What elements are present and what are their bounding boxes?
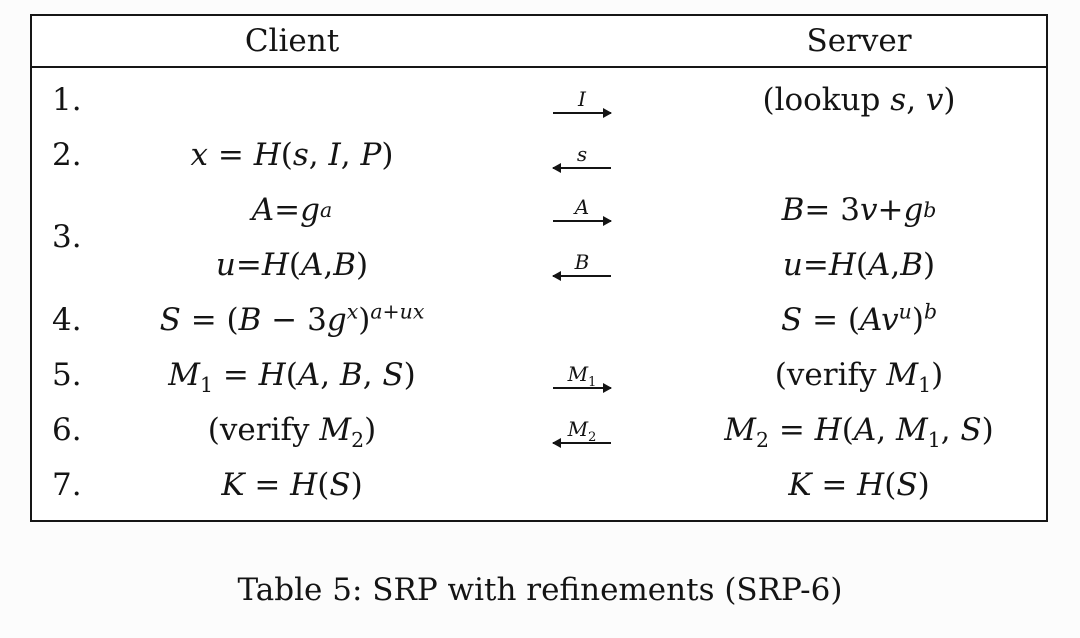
arrow-right-icon: A — [552, 197, 612, 222]
step-number: 5. — [52, 356, 82, 393]
message-cell: M2 — [492, 412, 672, 448]
message-cell: s — [492, 137, 672, 173]
client-action: K = H(S) — [221, 466, 363, 503]
server-action: (lookup s, v) — [762, 81, 956, 118]
message-cell: A B — [492, 182, 672, 292]
table-header: Client Server — [32, 16, 1046, 68]
message-label: B — [574, 250, 590, 274]
message-label: s — [576, 141, 588, 166]
arrow-right-icon: M1 — [552, 364, 612, 389]
message-label: M2 — [567, 416, 597, 445]
client-action: u = H(A, B) — [215, 246, 369, 283]
step-number: 2. — [52, 136, 82, 173]
arrow-right-icon: I — [552, 89, 612, 114]
arrow-shaft — [553, 275, 611, 277]
table-row: 4. S = (B − 3gx)a+ux S = (Avu)b — [32, 292, 1046, 347]
table-caption: Table 5: SRP with refinements (SRP-6) — [237, 572, 843, 608]
step-number: 4. — [52, 301, 82, 338]
arrow-shaft — [553, 441, 611, 444]
message-cell: M1 — [492, 357, 672, 393]
message-label: M1 — [567, 361, 597, 390]
step-number: 6. — [52, 411, 82, 448]
client-action: M1 = H(A, B, S) — [168, 356, 416, 397]
server-action: u = H(A, B) — [782, 246, 936, 283]
protocol-table: Client Server 1. I (lookup s, v) 2. x = … — [30, 14, 1048, 522]
arrow-shaft — [553, 386, 611, 389]
arrow-left-icon: s — [552, 144, 612, 169]
message-cell: I — [492, 82, 672, 118]
client-action: S = (B − 3gx)a+ux — [159, 299, 425, 338]
message-line: A — [492, 182, 672, 237]
step-number: 3. — [52, 219, 82, 255]
step-number: 7. — [52, 466, 82, 503]
client-action: (verify M2) — [207, 411, 377, 452]
arrow-shaft — [553, 166, 611, 169]
client-action: x = H(s, I, P) — [190, 136, 394, 173]
message-label: I — [578, 86, 586, 111]
message-line: B — [492, 237, 672, 292]
arrow-shaft — [553, 111, 611, 114]
table-row: 5. M1 = H(A, B, S) M1 (verify M1) — [32, 347, 1046, 402]
server-action: S = (Avu)b — [780, 299, 938, 338]
table-row: 6. (verify M2) M2 M2 = H(A, M1, S) — [32, 402, 1046, 457]
message-label: A — [574, 195, 590, 219]
client-column-header: Client — [244, 23, 340, 59]
arrow-left-icon: M2 — [552, 419, 612, 444]
table-row: 1. I (lookup s, v) — [32, 72, 1046, 127]
arrow-shaft — [553, 220, 611, 222]
server-action: M2 = H(A, M1, S) — [724, 411, 994, 452]
server-action: K = H(S) — [788, 466, 930, 503]
step-number: 1. — [52, 81, 82, 118]
table-body: 1. I (lookup s, v) 2. x = H(s, I, P) s — [32, 68, 1046, 520]
table-row: 7. K = H(S) K = H(S) — [32, 457, 1046, 512]
arrow-left-icon: B — [552, 252, 612, 277]
server-column-header: Server — [806, 23, 912, 59]
server-action: (verify M1) — [774, 356, 944, 397]
table-row: 2. x = H(s, I, P) s — [32, 127, 1046, 182]
